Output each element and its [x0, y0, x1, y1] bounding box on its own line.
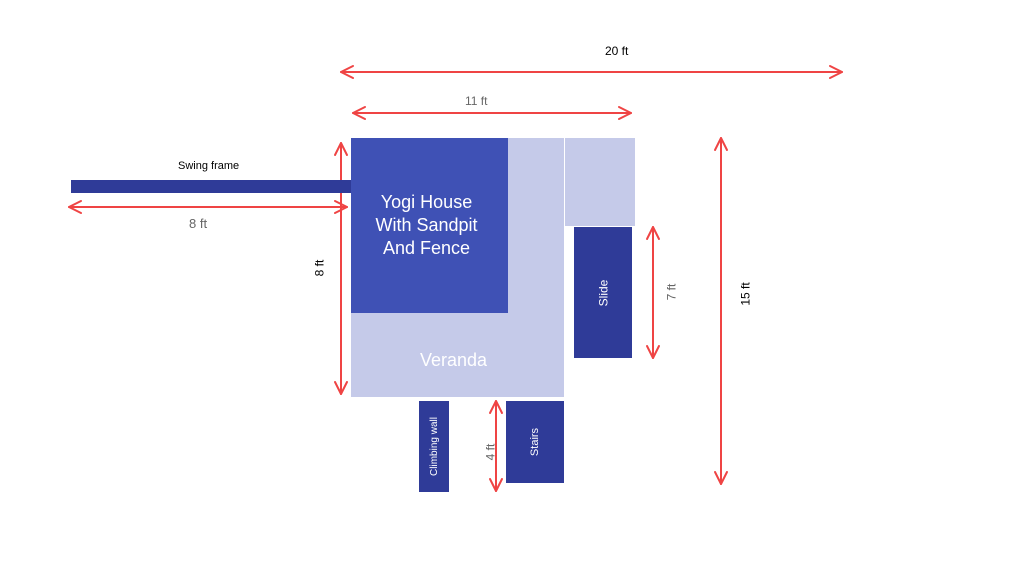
yogi-house-block: Yogi House With Sandpit And Fence [351, 138, 508, 313]
arrow-width-house [352, 106, 632, 120]
swing-frame-bar [71, 180, 351, 193]
slide-length-label: 7 ft [664, 283, 678, 301]
arrow-stairs-length [489, 400, 503, 492]
arrow-slide-length [646, 226, 660, 359]
house-name-label: Yogi House With Sandpit And Fence [375, 192, 478, 258]
climbing-wall-block: Climbing wall [419, 401, 449, 492]
height-house-label: 8 ft [312, 259, 326, 277]
stairs-block: Stairs [506, 401, 564, 483]
arrow-width-total [340, 65, 843, 79]
depth-total-label: 15 ft [738, 282, 753, 306]
slide-platform [565, 138, 635, 226]
arrow-depth-total [714, 137, 728, 485]
swing-length-label: 8 ft [189, 216, 208, 231]
stairs-length-label: 4 ft [483, 443, 497, 461]
slide-label: Slide [596, 279, 610, 306]
width-total-label: 20 ft [605, 44, 629, 58]
veranda-label: Veranda [420, 350, 488, 370]
arrow-swing-length [68, 200, 348, 214]
climbing-wall-label: Climbing wall [428, 417, 440, 476]
stairs-label: Stairs [529, 427, 541, 457]
width-house-label: 11 ft [465, 94, 488, 108]
swing-frame-label: Swing frame [178, 160, 240, 172]
slide-block: Slide [574, 227, 632, 358]
